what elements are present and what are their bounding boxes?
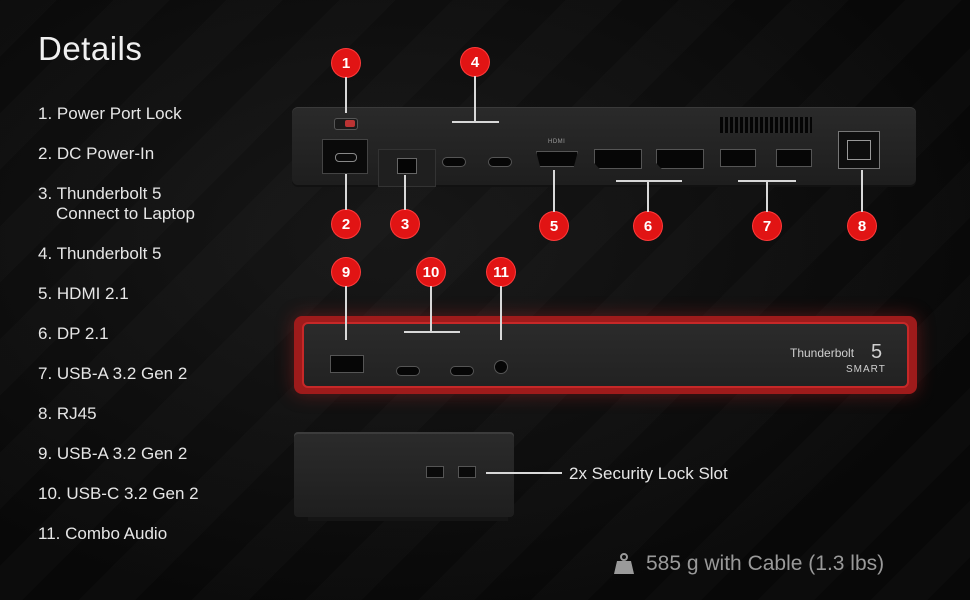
security-lock-slot-label: 2x Security Lock Slot <box>569 464 728 483</box>
rj45-port <box>838 131 880 169</box>
callout-10: 10 <box>417 258 445 286</box>
callout-4: 4 <box>461 48 489 76</box>
callout-11: 11 <box>487 258 515 286</box>
thunderbolt-laptop-port <box>378 149 436 187</box>
callout-8: 8 <box>848 212 876 240</box>
callout-11-line <box>500 286 502 340</box>
callout-4-line <box>474 76 476 122</box>
usb-c-port-front-a <box>396 366 420 376</box>
callout-3-line <box>404 175 406 210</box>
callout-1: 1 <box>332 49 360 77</box>
usb-a-port-front <box>330 355 364 373</box>
detail-item-11: 11. Combo Audio <box>38 524 168 543</box>
callout-7-bracket <box>738 180 796 182</box>
weight-info: 585 g with Cable (1.3 lbs) <box>612 552 884 576</box>
weight-text: 585 g with Cable (1.3 lbs) <box>646 552 885 575</box>
weight-icon <box>614 553 634 574</box>
thunderbolt-port-a <box>442 157 466 167</box>
usb-a-port-rear-a <box>720 149 756 167</box>
dock-side-base <box>308 517 508 521</box>
callout-7-line <box>766 180 768 212</box>
dc-power-in-port <box>322 139 368 174</box>
audio-jack <box>494 360 508 374</box>
thunderbolt-brand-sub: SMART <box>846 364 886 375</box>
callout-9-line <box>345 286 347 340</box>
dock-front-panel <box>302 322 909 388</box>
security-slot-b <box>458 466 476 478</box>
usb-a-port-rear-b <box>776 149 812 167</box>
thunderbolt-port-b <box>488 157 512 167</box>
callout-5: 5 <box>540 212 568 240</box>
security-slot-a <box>426 466 444 478</box>
callout-10-line <box>430 286 432 332</box>
displayport-b <box>656 149 704 169</box>
dock-side-view <box>294 432 514 521</box>
vent-grille <box>720 117 812 133</box>
detail-item-5: 5. HDMI 2.1 <box>38 284 129 303</box>
callout-8-line <box>861 170 863 212</box>
detail-item-1: 1. Power Port Lock <box>38 104 182 123</box>
page-title: Details <box>38 30 143 67</box>
thunderbolt-brand-number: 5 <box>871 341 883 363</box>
lock-slot-leader-line <box>486 472 562 474</box>
detail-item-4: 4. Thunderbolt 5 <box>38 244 162 263</box>
callout-5-line <box>553 170 555 212</box>
detail-item-3: 3. Thunderbolt 5 Connect to Laptop <box>38 184 199 224</box>
callout-2-line <box>345 174 347 210</box>
callout-2: 2 <box>332 210 360 238</box>
detail-item-9: 9. USB-A 3.2 Gen 2 <box>38 444 188 463</box>
displayport-a <box>594 149 642 169</box>
callout-3: 3 <box>391 210 419 238</box>
callout-6-line <box>647 180 649 212</box>
hdmi-port-label: HDMI <box>548 139 566 145</box>
callout-4-bracket <box>452 121 499 123</box>
usb-c-port-front-b <box>450 366 474 376</box>
callout-1-line <box>345 77 347 113</box>
thunderbolt-brand-logo: Thunderbolt <box>790 346 855 360</box>
dock-front-view <box>294 316 917 394</box>
callout-6-bracket <box>616 180 682 182</box>
power-port-lock <box>334 118 358 130</box>
callout-7: 7 <box>753 212 781 240</box>
detail-item-10: 10. USB-C 3.2 Gen 2 <box>38 484 199 503</box>
detail-item-8: 8. RJ45 <box>38 404 97 423</box>
dock-rear-view: HDMI <box>292 107 916 187</box>
detail-item-6: 6. DP 2.1 <box>38 324 109 343</box>
callout-6: 6 <box>634 212 662 240</box>
detail-item-3-sub: Connect to Laptop <box>56 204 195 223</box>
detail-item-3-label: 3. Thunderbolt 5 <box>38 184 162 203</box>
detail-item-2: 2. DC Power-In <box>38 144 155 163</box>
hdmi-port <box>536 151 578 167</box>
callout-10-bracket <box>404 331 460 333</box>
details-list: 1. Power Port Lock 2. DC Power-In 3. Thu… <box>38 104 199 564</box>
detail-item-7: 7. USB-A 3.2 Gen 2 <box>38 364 188 383</box>
callout-9: 9 <box>332 258 360 286</box>
